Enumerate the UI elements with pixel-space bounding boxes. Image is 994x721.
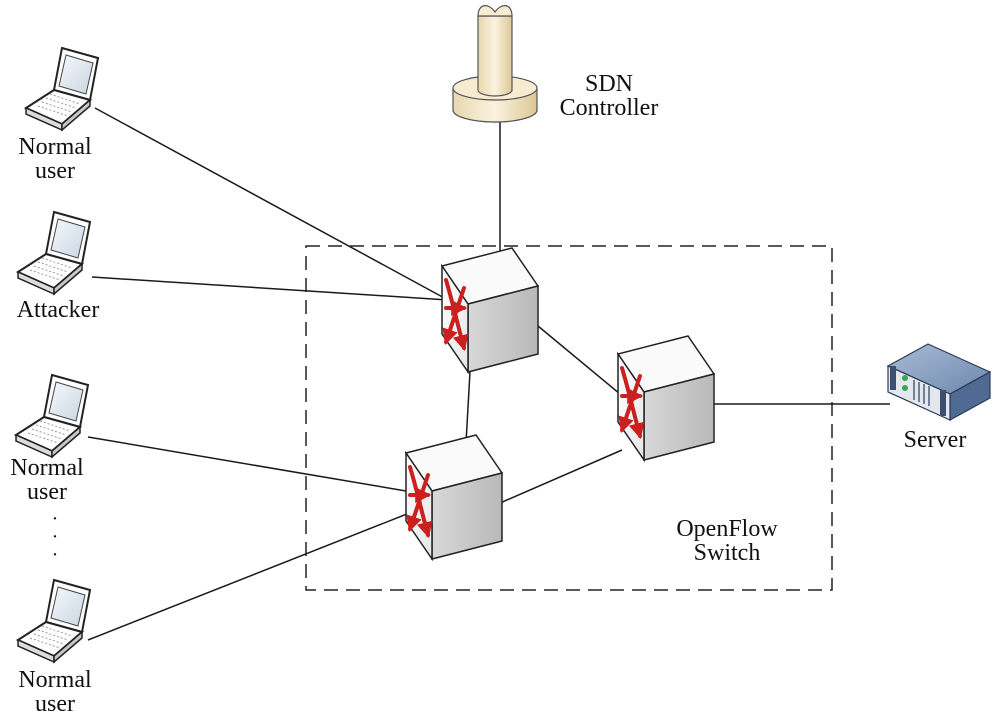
controller-icon — [452, 5, 538, 123]
user1-label-line1: Normal — [18, 134, 92, 160]
switch-label: OpenFlow Switch — [664, 517, 790, 565]
connection-lines — [87, 107, 890, 641]
switch-icon — [406, 435, 502, 559]
controller-label: SDN Controller — [554, 72, 664, 120]
link-user2-switch2 — [87, 436, 413, 493]
laptop-icon — [17, 211, 91, 295]
user2-label-line2: user — [27, 479, 67, 505]
user1-label-line2: user — [35, 158, 75, 184]
laptop-icon — [17, 579, 91, 663]
user3-label-line1: Normal — [18, 667, 92, 693]
attacker-label: Attacker — [6, 298, 110, 322]
more-users-ellipsis: · · · — [51, 508, 59, 566]
server-label-text: Server — [903, 427, 967, 453]
laptop-icon — [25, 47, 99, 131]
server-label: Server — [890, 428, 980, 452]
server-icon — [886, 343, 992, 422]
link-attacker-switch1 — [91, 276, 449, 301]
user3-label-line2: user — [35, 691, 75, 717]
user3-label: Normal user — [10, 668, 100, 716]
attacker-label-text: Attacker — [16, 297, 100, 323]
link-switch1-switch3 — [537, 325, 621, 395]
controller-label-line2: Controller — [559, 95, 659, 121]
controller-label-line1: SDN — [584, 71, 633, 97]
laptop-icon — [15, 374, 89, 458]
link-switch2-switch3 — [499, 449, 623, 504]
user2-label-line1: Normal — [10, 455, 84, 481]
openflow-boundary — [305, 245, 833, 591]
user1-label: Normal user — [10, 135, 100, 183]
user2-label: Normal user — [2, 456, 92, 504]
switch-label-line1: OpenFlow — [676, 516, 778, 542]
link-user1-switch1 — [94, 107, 449, 301]
switch-icon — [618, 336, 714, 460]
switch-label-line2: Switch — [693, 540, 761, 566]
link-user3-switch2 — [87, 511, 413, 641]
switch-icon — [442, 248, 538, 372]
